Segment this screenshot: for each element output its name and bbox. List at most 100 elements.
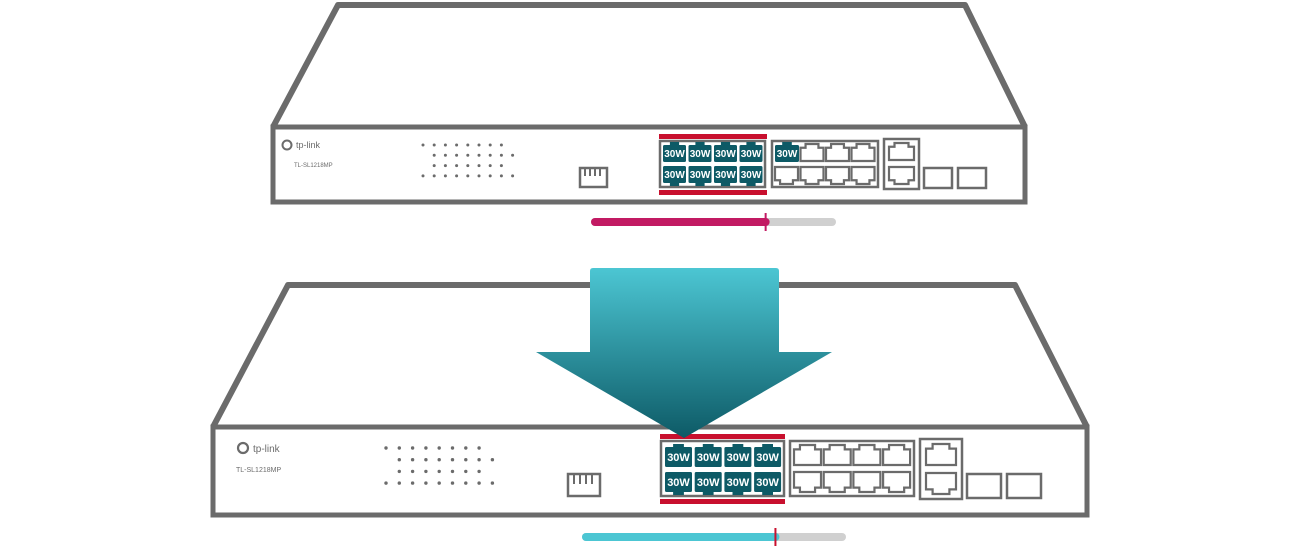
ethernet-port [852,443,882,467]
sfp-slot [956,166,988,190]
poe-port-body [724,472,752,492]
poe-port-body [665,447,692,467]
status-led [477,153,481,157]
poe-port-notch [782,142,792,146]
status-led [466,143,470,147]
status-led [499,174,503,178]
status-led [455,143,459,147]
ethernet-port-group [792,443,912,494]
poe-port-body [739,145,763,162]
power-budget-bar-before [591,213,836,231]
ethernet-port [824,165,851,186]
status-led [464,446,468,450]
poe-port-label: 30W [697,477,720,489]
poe-port-notch [762,491,773,495]
poe-port: 30W [714,166,737,186]
sfp-slot [922,166,954,190]
poe-port-body [754,472,782,492]
power-budget-bar-after [582,528,846,546]
poe-port-label: 30W [756,477,779,489]
poe-port: 30W [663,142,686,162]
ethernet-port [773,165,800,186]
status-led [443,153,447,157]
status-led [499,164,503,168]
poe-port-body [694,472,722,492]
status-led [397,481,401,485]
status-led [424,458,428,462]
top-logo: tp-link [281,139,321,151]
status-led [511,153,515,157]
poe-port-body [688,166,712,183]
poe-port: 30W [754,444,782,467]
poe-port-notch [732,444,744,448]
ethernet-port [822,443,852,467]
status-led [488,143,492,147]
ethernet-port [799,165,825,186]
status-led [432,153,436,157]
status-led [437,458,441,462]
status-led [477,143,481,147]
poe-port: 30W [665,472,692,495]
sfp-slot [965,472,1003,500]
status-led [410,469,415,474]
ethernet-port [924,442,958,467]
top-switch: tp-link TL-SL1218MP 30W30W30W30W30W30W30… [270,2,1028,205]
status-led [410,481,415,485]
poe-port-body [688,145,712,162]
model-label: TL-SL1218MP [294,163,333,169]
status-led [432,164,436,168]
status-led [437,469,441,474]
ethernet-port-group: 30W [773,142,876,186]
sfp-slot [1005,472,1043,500]
uplink-port-group [924,442,958,496]
status-led [450,469,455,474]
status-led [488,164,492,168]
poe-highlight-bar-bottom [660,499,785,504]
tp-link-logo-icon [281,139,293,151]
poe-port-notch [669,142,680,146]
poe-port-body [663,145,686,162]
status-led [437,481,441,485]
poe-port-body [724,447,752,467]
status-led-grid [384,446,495,485]
poe-port: 30W [724,472,752,495]
poe-highlight-bar-bottom [659,190,767,195]
tp-link-logo-icon [236,441,250,455]
poe-port-label: 30W [690,170,711,181]
status-led [410,446,415,450]
poe-port-notch [695,182,705,186]
status-led [455,164,459,168]
poe-port-label: 30W [667,477,690,489]
status-led [466,174,470,178]
poe-port-notch [702,491,714,495]
status-led [477,469,481,474]
poe-port: 30W [724,444,752,467]
poe-port-label: 30W [756,452,779,464]
ethernet-port [822,470,852,494]
poe-port-notch [720,142,731,146]
top-switch-chassis-top [270,2,1028,129]
ethernet-port [850,142,876,163]
status-led [424,446,428,450]
poe-port-notch [746,182,756,186]
status-led [443,174,447,178]
poe-port: 30W [665,444,692,467]
console-port-icon [566,472,602,498]
status-led [464,469,468,474]
poe-port: 30W [663,166,686,186]
ethernet-port [882,470,912,494]
poe-port-label: 30W [664,170,685,181]
bottom-logo: tp-link [236,441,281,455]
bottom-switch: tp-link TL-SL1218MP 30W30W30W30W30W30W30… [210,282,1090,518]
status-led [477,174,481,178]
poe-port-notch [732,491,744,495]
status-led [421,143,425,147]
ethernet-port [792,443,823,467]
ethernet-port [850,165,876,186]
poe-port-label: 30W [664,149,685,160]
status-led [464,458,468,462]
status-led [455,174,459,178]
poe-port-label: 30W [727,452,750,464]
poe-port-notch [720,182,731,186]
